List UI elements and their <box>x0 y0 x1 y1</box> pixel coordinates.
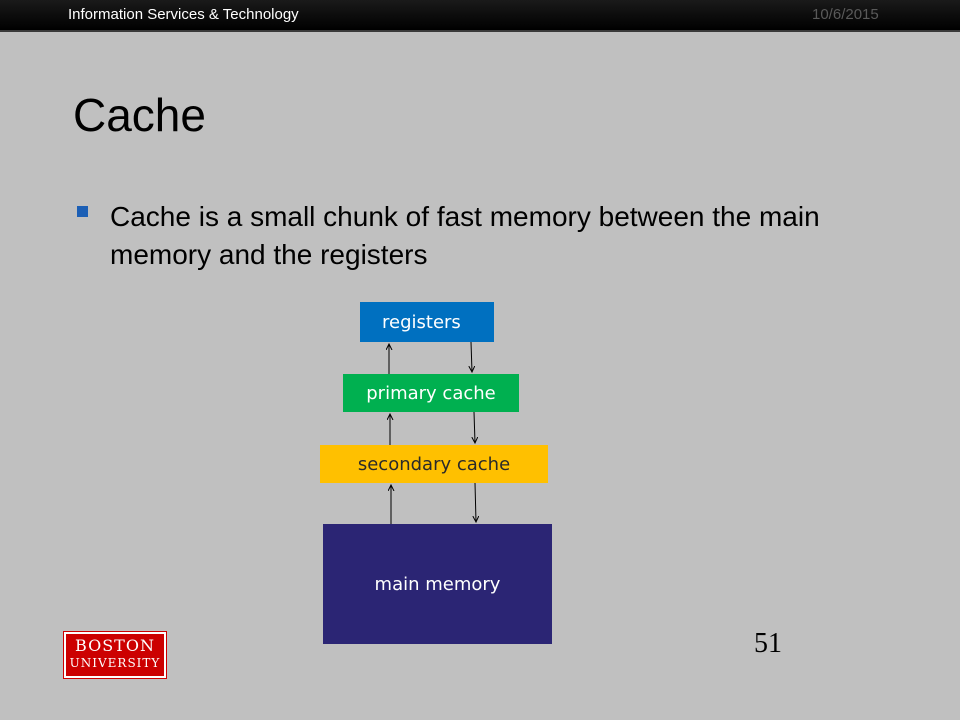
logo-line2: UNIVERSITY <box>69 656 161 670</box>
header-bar: Information Services & Technology 10/6/2… <box>0 0 960 32</box>
registers-box: registers <box>360 302 494 342</box>
page-number: 51 <box>754 628 782 659</box>
arrow-down-registers-to-primary <box>471 341 472 372</box>
logo-line1: BOSTON <box>75 636 155 655</box>
primary-cache-label: primary cache <box>366 382 496 404</box>
secondary-cache-box: secondary cache <box>320 445 548 483</box>
main-memory-box: main memory <box>323 524 552 644</box>
registers-label: registers <box>382 311 461 333</box>
boston-university-logo: BOSTON UNIVERSITY <box>63 631 167 679</box>
main-memory-label: main memory <box>374 573 501 595</box>
primary-cache-box: primary cache <box>343 374 519 412</box>
bullet-marker <box>77 206 88 217</box>
slide-title: Cache <box>73 89 206 141</box>
arrow-down-primary-to-secondary <box>474 411 475 443</box>
secondary-cache-label: secondary cache <box>357 453 511 475</box>
arrow-down-secondary-to-main <box>475 482 476 522</box>
header-org: Information Services & Technology <box>68 6 299 23</box>
bullet-text: Cache is a small chunk of fast memory be… <box>110 201 820 270</box>
header-date: 10/6/2015 <box>812 6 879 23</box>
